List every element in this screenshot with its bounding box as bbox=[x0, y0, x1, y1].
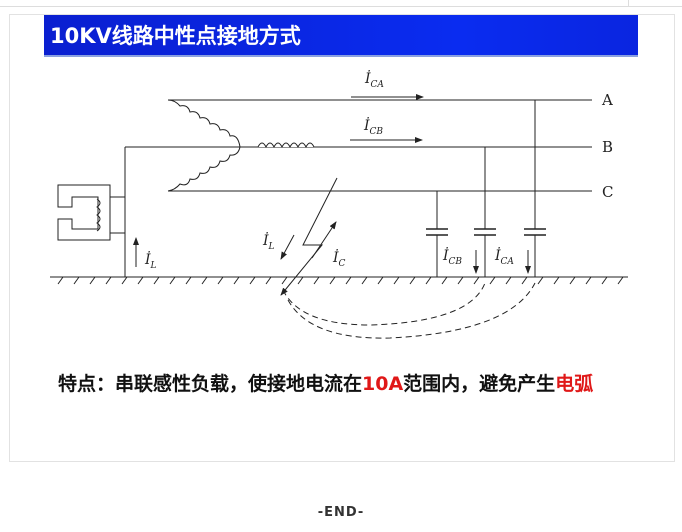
phase-a-label: A bbox=[601, 91, 613, 109]
hatch-mark bbox=[89, 276, 96, 285]
hatch-mark bbox=[601, 276, 608, 285]
hatch-mark bbox=[569, 276, 576, 285]
il-fault-label: İL bbox=[262, 231, 275, 252]
ica-label: İCA bbox=[364, 69, 384, 90]
slide-image: 10KV线路中性点接地方式 bbox=[9, 14, 675, 462]
hatch-mark bbox=[553, 276, 560, 285]
inductor-icon bbox=[257, 142, 315, 149]
hatch-mark bbox=[233, 276, 240, 285]
arc-suppression-coil-icon bbox=[57, 184, 111, 241]
ground-hatch bbox=[57, 276, 624, 285]
hatch-mark bbox=[297, 276, 304, 285]
hatch-mark bbox=[313, 276, 320, 285]
hatch-mark bbox=[409, 276, 416, 285]
return-path-cb bbox=[282, 282, 486, 326]
hatch-mark bbox=[281, 276, 288, 285]
slide-title: 10KV线路中性点接地方式 bbox=[50, 24, 301, 48]
il-fault-arrow bbox=[280, 234, 295, 260]
phase-c-label: C bbox=[602, 183, 613, 201]
decorative-box bbox=[628, 0, 682, 7]
icb-cap-label: İCB bbox=[442, 246, 462, 267]
hatch-mark bbox=[217, 276, 224, 285]
return-path-ca bbox=[287, 282, 536, 339]
hatch-mark bbox=[105, 276, 112, 285]
hatch-mark bbox=[73, 276, 80, 285]
hatch-mark bbox=[169, 276, 176, 285]
hatch-mark bbox=[521, 276, 528, 285]
hatch-mark bbox=[121, 276, 128, 285]
hatch-mark bbox=[249, 276, 256, 285]
hatch-mark bbox=[617, 276, 624, 285]
caption-text-2: 范围内，避免产生 bbox=[403, 373, 556, 395]
hatch-mark bbox=[57, 276, 64, 285]
hatch-mark bbox=[345, 276, 352, 285]
icb-label: İCB bbox=[363, 116, 383, 137]
capacitor-c bbox=[426, 191, 448, 277]
phase-b-label: B bbox=[602, 138, 613, 156]
hatch-mark bbox=[585, 276, 592, 285]
winding-c bbox=[167, 146, 241, 192]
hatch-mark bbox=[185, 276, 192, 285]
divider bbox=[0, 6, 640, 7]
hatch-mark bbox=[393, 276, 400, 285]
hatch-mark bbox=[473, 276, 480, 285]
hatch-mark bbox=[265, 276, 272, 285]
il-label: İL bbox=[144, 250, 157, 271]
capacitor-b bbox=[474, 147, 496, 277]
coil-winding bbox=[96, 198, 101, 232]
hatch-mark bbox=[441, 276, 448, 285]
caption-highlight-arc: 电弧 bbox=[555, 373, 594, 395]
capacitor-a bbox=[524, 100, 546, 277]
hatch-mark bbox=[457, 276, 464, 285]
hatch-mark bbox=[377, 276, 384, 285]
end-marker: -END- bbox=[317, 505, 365, 520]
hatch-mark bbox=[361, 276, 368, 285]
hatch-mark bbox=[329, 276, 336, 285]
hatch-mark bbox=[153, 276, 160, 285]
hatch-mark bbox=[137, 276, 144, 285]
hatch-mark bbox=[201, 276, 208, 285]
caption-text: 特点：串联感性负载，使接地电流在 bbox=[58, 373, 363, 395]
caption-highlight-current: 10A bbox=[362, 373, 404, 395]
hatch-mark bbox=[537, 276, 544, 285]
fault-lightning-icon bbox=[280, 177, 338, 296]
ic-fault-label: İC bbox=[332, 248, 346, 269]
winding-a bbox=[167, 99, 241, 148]
ic-fault-arrow bbox=[311, 221, 337, 259]
hatch-mark bbox=[505, 276, 512, 285]
hatch-mark bbox=[489, 276, 496, 285]
title-bar: 10KV线路中性点接地方式 bbox=[44, 15, 638, 55]
ica-cap-label: İCA bbox=[494, 246, 514, 267]
slide-caption: 特点：串联感性负载，使接地电流在10A范围内，避免产生电弧 bbox=[58, 370, 618, 398]
hatch-mark bbox=[425, 276, 432, 285]
